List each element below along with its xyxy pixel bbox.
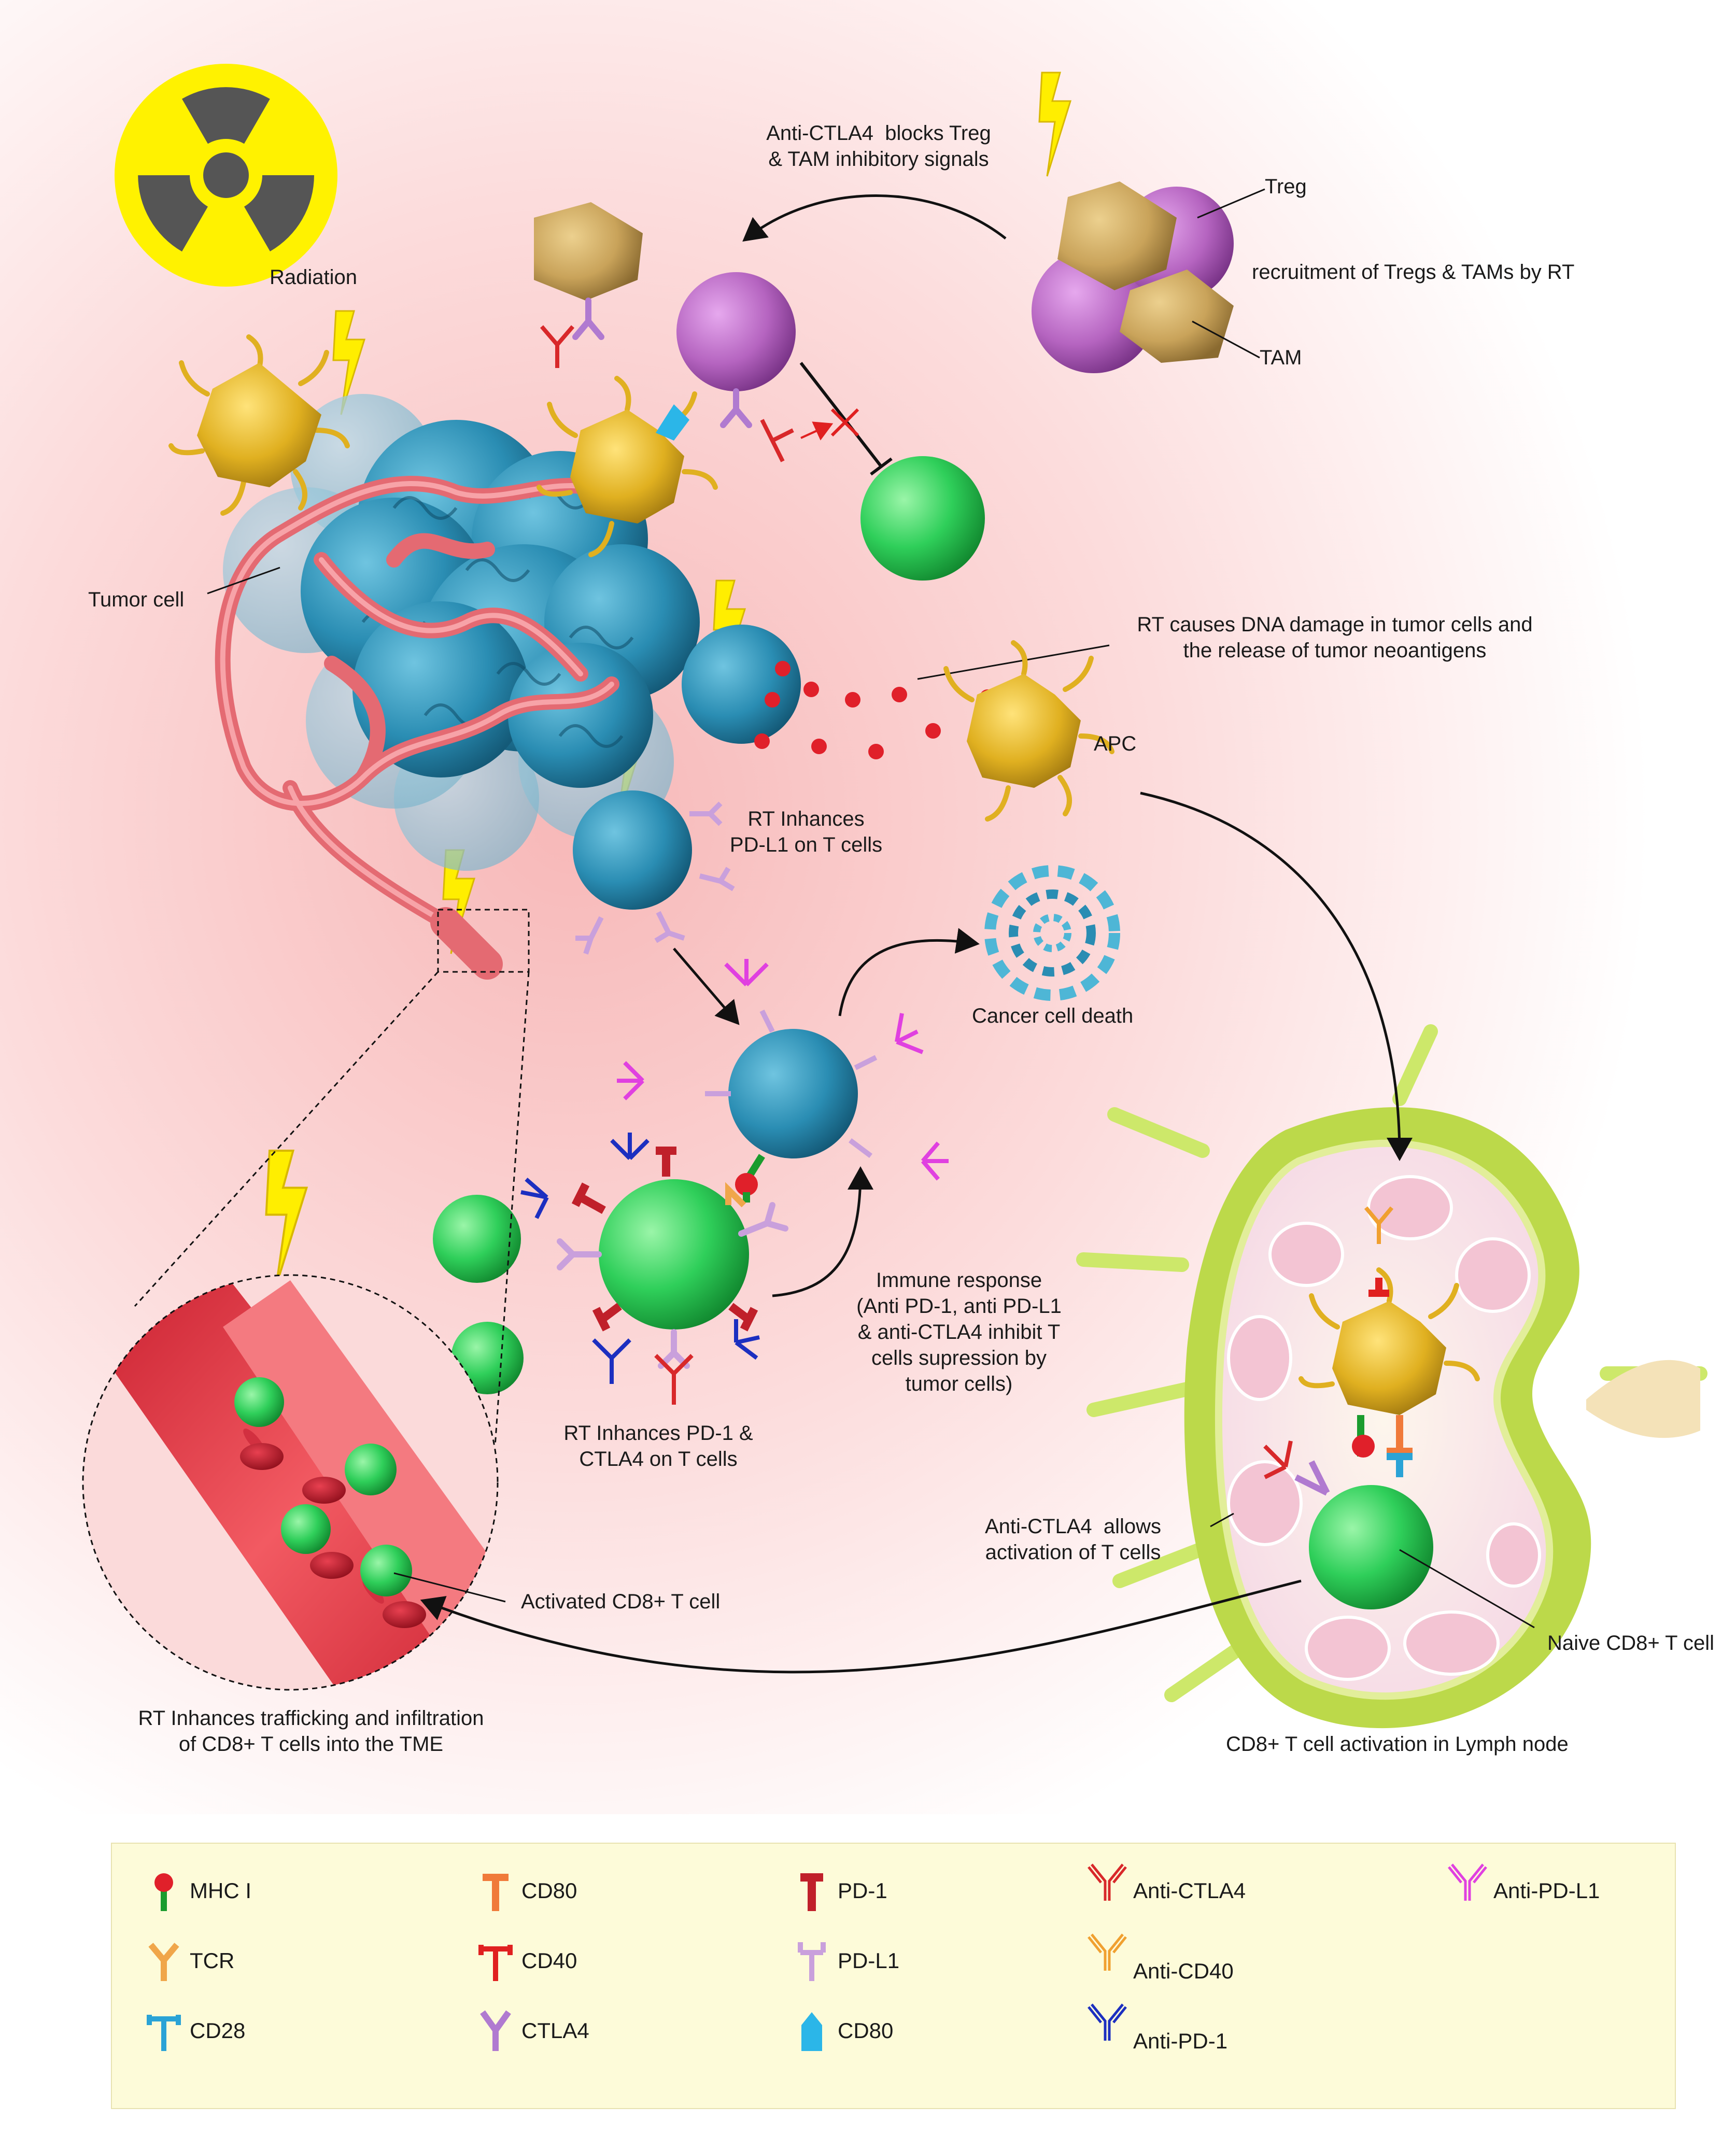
anti-ctla4-icon [1088,1863,1127,1901]
anti-pd1-icon [1088,2003,1127,2041]
cd28-icon [147,2015,181,2051]
naive-cd8-label: Naive CD8+ T cell [1547,1632,1714,1655]
anti-cd40-icon [1088,1933,1127,1971]
lightning-icon [265,1150,308,1286]
cd80-drug-icon [656,404,689,441]
treg-tam-cluster [1032,181,1234,373]
anti-pdl1-antibody [617,959,949,1181]
lightning-icon [332,310,366,415]
pdl1-receptor [705,1009,878,1158]
apc-label: APC [1094,732,1137,755]
curved-arrow [673,948,740,1025]
anti-ctla4-antibody [654,1354,694,1405]
activated-cd8-label: Activated CD8+ T cell [521,1590,721,1613]
red-arrow [800,421,834,441]
allows-pointer [1210,1512,1234,1528]
pdl1-icon [798,1942,826,1981]
red-blood-cells [240,1443,426,1628]
trafficking-label: RT Inhances trafficking and infiltration… [138,1707,484,1756]
recruitment-label: recruitment of Tregs & TAMs by RT [1252,261,1575,284]
pdl1-receptor [575,801,735,955]
anti-pdl1-icon [1448,1863,1487,1901]
cd40-icon [478,1945,513,1981]
curved-arrow [420,1579,1302,1674]
curved-arrow [742,194,1007,242]
blocked-x-icon [830,408,859,437]
immune-response-label: Immune response (Anti PD-1, anti PD-L1 &… [856,1269,1062,1395]
radiation-icon [115,64,337,287]
treg-pointer [1197,188,1265,219]
ctla4-receptor [572,298,752,428]
tumor-cell-pdl1 [573,790,692,910]
ctla4-receptor [557,1202,788,1369]
tumor-pointer [207,567,280,595]
legend-panel: MHC I TCR CD28 CD80 CD40 CTLA4 PD-1 PD-L… [111,1843,1676,2109]
anti-ctla4-antibody [540,325,794,462]
zoom-box [437,909,530,973]
apc-cell [537,376,718,557]
apc-cell [943,640,1114,822]
radiation-label: Radiation [270,266,358,289]
naive-pointer [1399,1549,1535,1629]
activated-pointer [393,1572,506,1603]
dna-damage-label: RT causes DNA damage in tumor cells and … [1137,613,1533,662]
curved-arrow [772,1166,873,1297]
cd80-drug-icon [801,2012,822,2051]
anti-ctla4-antibody [1263,1440,1293,1479]
targeted-tumor-cell [728,1029,858,1158]
mhc-tcr-interaction [725,1154,765,1208]
tumor-blood-vessels [215,475,630,980]
pd1-receptor [571,1147,758,1332]
pd1-enhance-label: RT Inhances PD-1 & CTLA4 on T cells [563,1422,753,1471]
curved-arrow [838,928,980,1016]
lymph-node-label: CD8+ T cell activation in Lymph node [1226,1733,1569,1756]
lymph-node [1076,1024,1707,1729]
ctla4-icon [480,2010,511,2051]
cancer-death-label: Cancer cell death [972,1005,1134,1027]
cancer-cell-death [984,865,1120,1001]
inhibition-line [799,362,893,476]
activated-cd8-t-cells [234,1377,412,1596]
cd8-t-cell [599,1179,749,1330]
anti-ctla4-blocks-label: Anti-CTLA4 blocks Treg & TAM inhibitory … [766,122,991,171]
tam-pointer [1192,320,1260,359]
tam-cell [534,202,643,301]
treg-cell [676,272,796,391]
naive-cd8-t-cell [1309,1485,1433,1609]
pdl1-enhance-label: RT Inhances PD-L1 on T cells [729,808,883,856]
anti-pd1-antibody [520,1133,760,1384]
anti-ctla4-allows-label: Anti-CTLA4 allows activation of T cells [984,1515,1162,1564]
treg-label: Treg [1265,175,1307,198]
curved-arrow [1140,791,1413,1161]
lightning-icon [1038,72,1072,177]
tam-label: TAM [1260,346,1302,369]
irradiated-tumor-cell [682,625,801,744]
zoom-line [134,971,439,1307]
zoom-line [494,971,530,1447]
apc-cell [168,334,350,516]
tumor-cell-label: Tumor cell [88,588,185,611]
tcr-icon [148,1943,179,1981]
mhc1-icon [154,1873,173,1911]
zoom-circle [82,1274,499,1691]
t-cell [860,456,985,581]
lymph-receptors [1294,1206,1413,1496]
pd1-icon [800,1873,823,1911]
apc-cell [1299,1267,1480,1415]
cd80-receptor-icon [483,1874,509,1911]
